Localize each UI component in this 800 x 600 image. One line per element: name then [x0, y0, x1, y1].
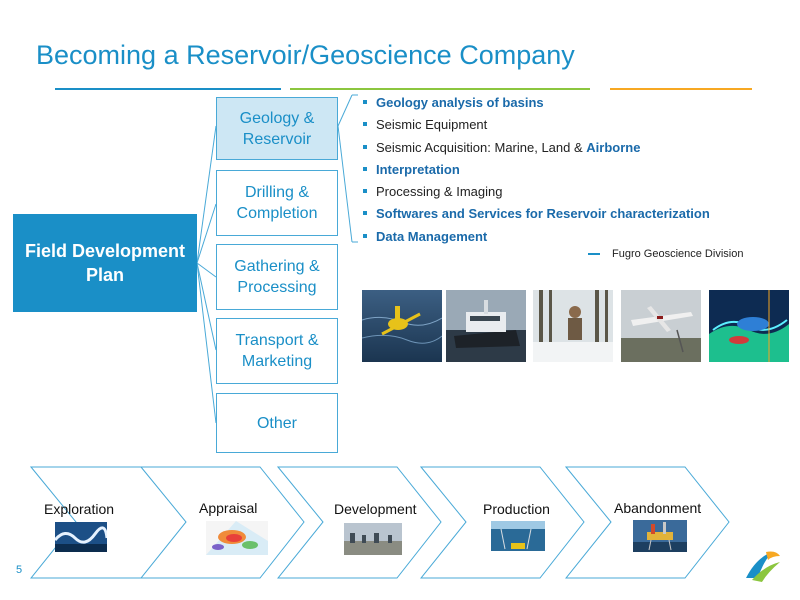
- category-drilling-completion[interactable]: Drilling & Completion: [216, 170, 338, 236]
- category-other[interactable]: Other: [216, 393, 338, 453]
- stage-label: Production: [483, 501, 550, 517]
- stage-label: Appraisal: [199, 500, 258, 516]
- stage-label: Exploration: [44, 501, 115, 517]
- title-rule-orange: [610, 88, 752, 90]
- stage-production[interactable]: Production: [420, 466, 585, 579]
- field-development-plan-box[interactable]: Field Development Plan: [13, 214, 197, 312]
- slide-title: Becoming a Reservoir/Geoscience Company: [36, 40, 575, 70]
- offshore-platform-photo: [633, 520, 687, 552]
- bullet-item: Geology analysis of basins: [362, 94, 710, 116]
- 3d-reservoir-model-photo: [709, 290, 789, 362]
- bullet-item: Data Management: [362, 228, 710, 250]
- page-number: 5: [16, 564, 23, 576]
- stage-appraisal[interactable]: Appraisal: [140, 466, 305, 579]
- contour-map-photo: [206, 521, 268, 555]
- category-transport-marketing[interactable]: Transport & Marketing: [216, 318, 338, 384]
- stage-development[interactable]: Development: [277, 466, 442, 579]
- bullet-item: Processing & Imaging: [362, 183, 710, 205]
- stage-label: Development: [334, 501, 417, 517]
- drilling-site-photo: [344, 523, 402, 555]
- title-rule-blue: [55, 88, 281, 90]
- seismic-wave-photo: [55, 522, 107, 552]
- survey-aircraft-photo: [621, 290, 701, 362]
- stage-label: Abandonment: [614, 500, 702, 516]
- category-gathering-processing[interactable]: Gathering & Processing: [216, 244, 338, 310]
- title-rule-green: [290, 88, 590, 90]
- service-bullet-list: Geology analysis of basins Seismic Equip…: [362, 94, 710, 250]
- subsea-production-photo: [491, 521, 545, 551]
- bullet-item: Seismic Equipment: [362, 116, 710, 138]
- category-geology-reservoir[interactable]: Geology & Reservoir: [216, 97, 338, 160]
- bullet-item: Interpretation: [362, 161, 710, 183]
- stage-abandonment[interactable]: Abandonment: [565, 466, 730, 579]
- stage-exploration[interactable]: Exploration: [30, 466, 195, 579]
- seismic-vessel-photo: [446, 290, 526, 362]
- company-logo-icon: [742, 548, 782, 584]
- land-crew-snow-photo: [533, 290, 613, 362]
- marine-streamer-photo: [362, 290, 442, 362]
- bullet-item: Seismic Acquisition: Marine, Land & Airb…: [362, 139, 710, 161]
- source-note: Fugro Geoscience Division: [588, 248, 743, 260]
- bullet-item: Softwares and Services for Reservoir cha…: [362, 205, 710, 227]
